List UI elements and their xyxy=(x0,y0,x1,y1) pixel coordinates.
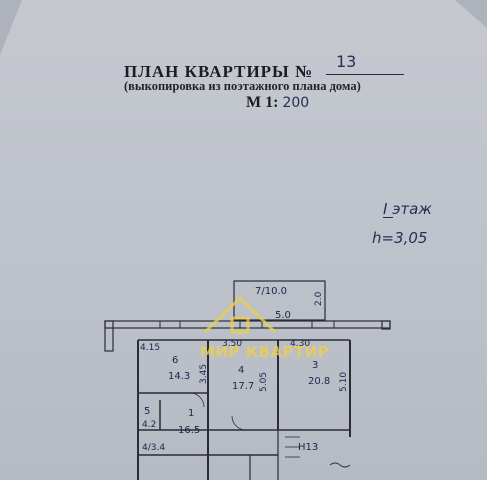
room-7-label: 7/10.0 xyxy=(255,286,287,297)
dim-2-0: 2.0 xyxy=(314,291,324,306)
room-5-area: 4.2 xyxy=(142,420,156,430)
stair-label: Н13 xyxy=(298,442,318,453)
scale-line: М 1:200 xyxy=(246,94,309,112)
room-7-outline xyxy=(233,280,326,321)
room-3-number: 3 xyxy=(312,360,318,371)
plan-title: ПЛАН КВАРТИРЫ № xyxy=(124,62,314,81)
scale-label: М 1: xyxy=(246,94,279,111)
outer-wall-left-cap xyxy=(104,320,114,352)
room-4-number: 4 xyxy=(238,365,244,376)
outer-wall-right-cap xyxy=(381,320,391,330)
dim-5-05: 5.05 xyxy=(259,372,269,392)
floor-annotation: I этаж xyxy=(383,200,432,218)
room-1-area: 16.5 xyxy=(178,425,200,436)
scale-value: 200 xyxy=(282,95,310,111)
room-5-number: 5 xyxy=(144,406,150,417)
dim-4-15: 4.15 xyxy=(140,343,160,353)
room-2-label: 4/3.4 xyxy=(142,443,165,453)
plan-labels: 7/10.0 2.0 5.0 4.15 3.50 4.30 6 14.3 3.4… xyxy=(140,286,349,453)
room-3-area: 20.8 xyxy=(308,376,330,387)
height-annotation: h=3,05 xyxy=(372,229,428,247)
dim-5-10: 5.10 xyxy=(339,372,349,392)
apartment-number: 13 xyxy=(336,52,357,71)
floor-underline xyxy=(383,217,393,218)
room-6-number: 6 xyxy=(172,355,178,366)
watermark-logo-icon xyxy=(203,295,277,334)
room-4-area: 17.7 xyxy=(232,381,254,392)
door-swing xyxy=(189,392,205,408)
watermark-text: МИР КВАРТИР xyxy=(200,343,330,361)
room-1-number: 1 xyxy=(188,408,194,419)
dim-4-30: 4.30 xyxy=(290,339,310,349)
break-mark xyxy=(329,462,351,468)
room-6-area: 14.3 xyxy=(168,371,190,382)
plan-walls xyxy=(104,280,391,480)
dim-5-0: 5.0 xyxy=(275,310,291,321)
title-underline xyxy=(326,74,404,75)
paper-corner-shade xyxy=(455,0,487,28)
door-swing xyxy=(231,415,247,431)
paper-corner-shade xyxy=(0,0,22,55)
plan-subtitle: (выкопировка из поэтажного плана дома) xyxy=(124,79,361,93)
dim-3-45: 3.45 xyxy=(199,364,209,384)
dim-3-50: 3.50 xyxy=(222,339,242,349)
